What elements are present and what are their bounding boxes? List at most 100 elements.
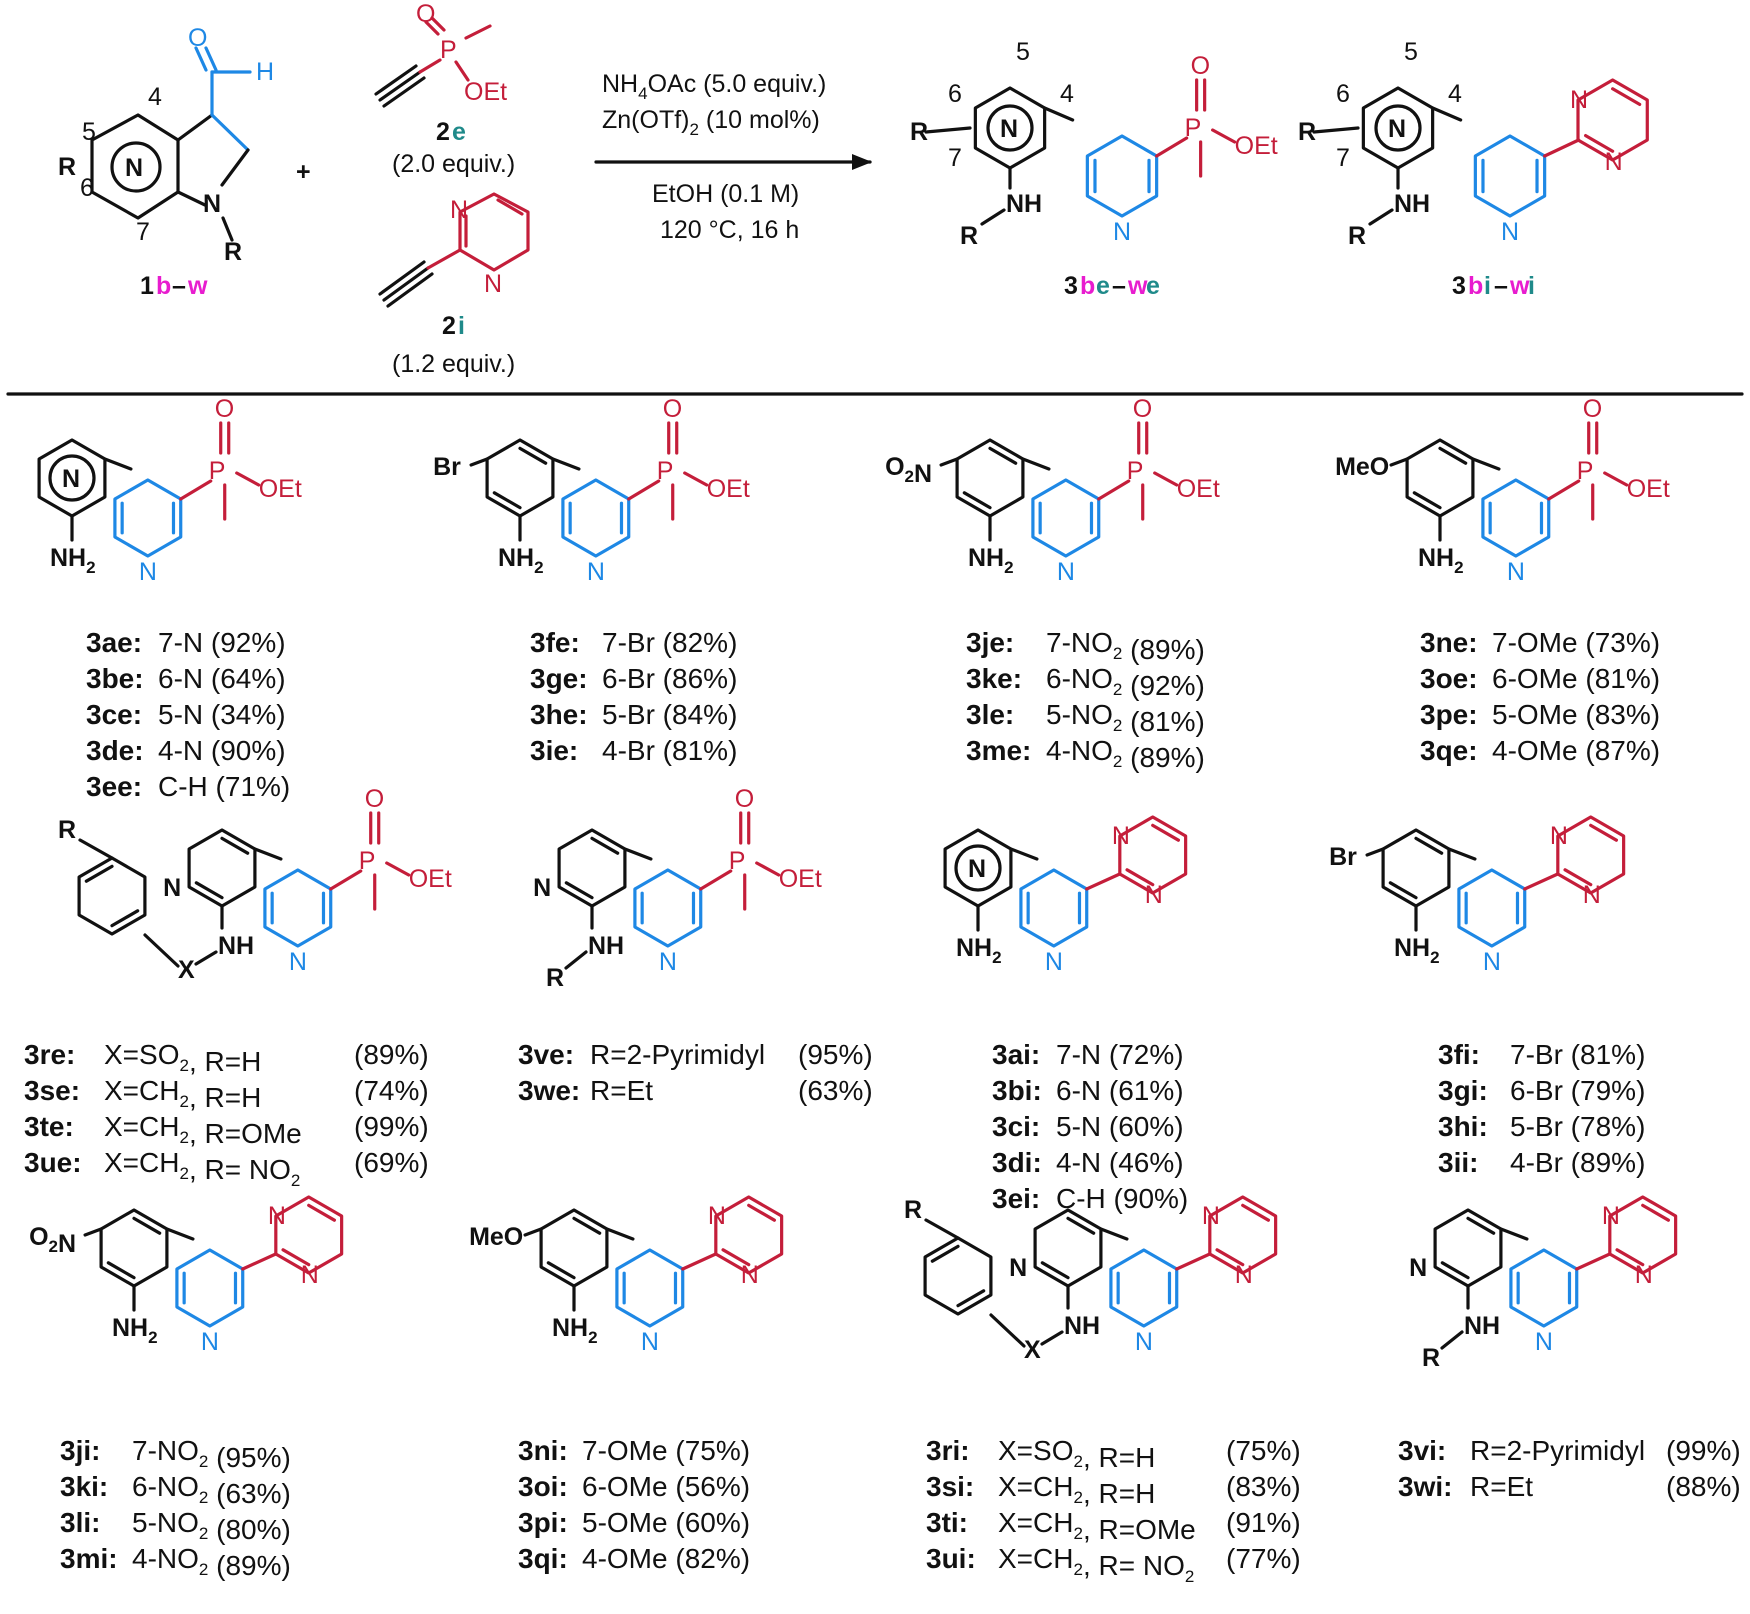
entry-text: R=Et: [590, 1075, 653, 1106]
pyrimidine-n3: N: [1235, 1261, 1253, 1289]
pyridine-ring: [1085, 134, 1159, 218]
double-bond: [220, 836, 250, 855]
p-o-bond: [235, 471, 261, 487]
entry-id: 3ri:: [926, 1435, 970, 1466]
pos-4: 4: [1448, 80, 1462, 108]
p-atom: P: [440, 36, 457, 64]
entry-yield: (77%): [1226, 1543, 1301, 1574]
entry-id: 3ui:: [926, 1543, 976, 1574]
bond: [1471, 457, 1501, 471]
entry-id: 3qi:: [518, 1543, 568, 1574]
pos-6: 6: [80, 174, 94, 202]
entry-text: 7-OMe (75%): [582, 1435, 750, 1466]
c-p-bond: [1097, 479, 1131, 501]
linker-x: X: [1024, 1336, 1041, 1364]
entry-id: 3oe:: [1420, 663, 1478, 694]
entry-id: 3we:: [518, 1075, 580, 1106]
amine-nh: NH: [1064, 1312, 1100, 1340]
p-atom: P: [1577, 457, 1594, 485]
p-oet: OEt: [464, 78, 507, 106]
svg-text:e: e: [452, 118, 466, 146]
entry-text: 7-N (72%): [1056, 1039, 1184, 1070]
entry-id: 3vi:: [1398, 1435, 1446, 1466]
pyrimidine-n1: N: [1602, 1202, 1620, 1230]
bond: [143, 933, 180, 968]
pos-6: 6: [1336, 80, 1350, 108]
pyrimidine-n1: N: [1550, 822, 1568, 850]
entry-id: 3ie:: [530, 735, 578, 766]
p-oet: OEt: [259, 475, 302, 503]
c-p-bond: [329, 869, 363, 891]
entry-id: 3re:: [24, 1039, 75, 1070]
svg-text:3: 3: [1064, 272, 1078, 300]
bond: [194, 950, 218, 966]
pos-5: 5: [1404, 38, 1418, 66]
aryl-r: R: [58, 816, 76, 844]
entry-text: 4-N (46%): [1056, 1147, 1184, 1178]
conditions-line4: 120 °C, 16 h: [660, 216, 799, 244]
pyridine-n: N: [1113, 218, 1131, 246]
entry-id: 3ce:: [86, 699, 142, 730]
c-p-bond: [179, 479, 213, 501]
pyrimidine-n3: N: [301, 1261, 319, 1289]
double-bond: [988, 446, 1018, 465]
entry-yield: (83%): [1226, 1471, 1301, 1502]
entry-text: 5-NO2 (81%): [1046, 699, 1205, 737]
entry-text: 4-Br (89%): [1510, 1147, 1645, 1178]
entry-id: 3ai:: [992, 1039, 1040, 1070]
entry-text: 4-N (90%): [158, 735, 286, 766]
double-bond: [307, 1203, 336, 1222]
entry-id: 3wi:: [1398, 1471, 1452, 1502]
c-p-bond: [699, 869, 733, 891]
double-bond: [1215, 1248, 1245, 1267]
double-bond: [962, 491, 992, 510]
entry-text: 7-NO2 (89%): [1046, 627, 1205, 665]
pos-5: 5: [1016, 38, 1030, 66]
reaction-conditions: NH4OAc (5.0 equiv.) Zn(OTf)2 (10 mol%) E…: [602, 70, 826, 244]
pyridine-ring: [1481, 478, 1551, 558]
p-oet: OEt: [707, 475, 750, 503]
entry-id: 3me:: [966, 735, 1031, 766]
double-bond: [194, 881, 224, 900]
pos-4: 4: [148, 83, 162, 111]
aromatic-circle: [1374, 104, 1422, 152]
pyridine-ring: [175, 1248, 245, 1328]
pyridine-n: N: [641, 1328, 659, 1356]
svg-text:w: w: [187, 272, 208, 300]
entry-yield: (63%): [798, 1075, 873, 1106]
entry-id: 3ci:: [992, 1111, 1040, 1142]
double-bond: [132, 1216, 162, 1235]
entry-id: 3te:: [24, 1111, 74, 1142]
p-oxo: O: [365, 785, 384, 813]
amine-nh2: NH2: [1394, 934, 1440, 967]
double-bond: [281, 1248, 311, 1267]
entry-id: 3pe:: [1420, 699, 1478, 730]
entry-text: 5-OMe (83%): [1492, 699, 1660, 730]
ring-substituent: MeO: [469, 1223, 523, 1251]
pym-n3: N: [484, 270, 502, 298]
linker-x: X: [178, 956, 195, 984]
c-c-bond: [1523, 872, 1560, 891]
pyridine-n: N: [1045, 948, 1063, 976]
aryl-ring: [1033, 1208, 1103, 1288]
pyrimidine-n1: N: [1202, 1202, 1220, 1230]
entry-yield: (95%): [798, 1039, 873, 1070]
entry-yield: (88%): [1666, 1471, 1741, 1502]
entry-text: X=CH2, R= NO2: [104, 1147, 300, 1190]
entry-text: 6-OMe (81%): [1492, 663, 1660, 694]
ring-substituent: MeO: [1335, 453, 1389, 481]
amine-nh2: NH2: [498, 544, 544, 577]
ring-r-label: R: [58, 153, 76, 181]
entry-id: 3ke:: [966, 663, 1022, 694]
reactant-2i-structure: N N: [378, 192, 530, 308]
entry-text: X=CH2, R=H: [998, 1471, 1155, 1509]
entry-id: 3fi:: [1438, 1039, 1480, 1070]
entry-id: 3si:: [926, 1471, 974, 1502]
pyridine-n: N: [1501, 218, 1519, 246]
double-bond: [1641, 1203, 1670, 1222]
pyrimidine-n1: N: [708, 1202, 726, 1230]
p-o-bond: [755, 861, 781, 877]
bond: [924, 126, 972, 134]
bond: [1440, 1330, 1464, 1350]
